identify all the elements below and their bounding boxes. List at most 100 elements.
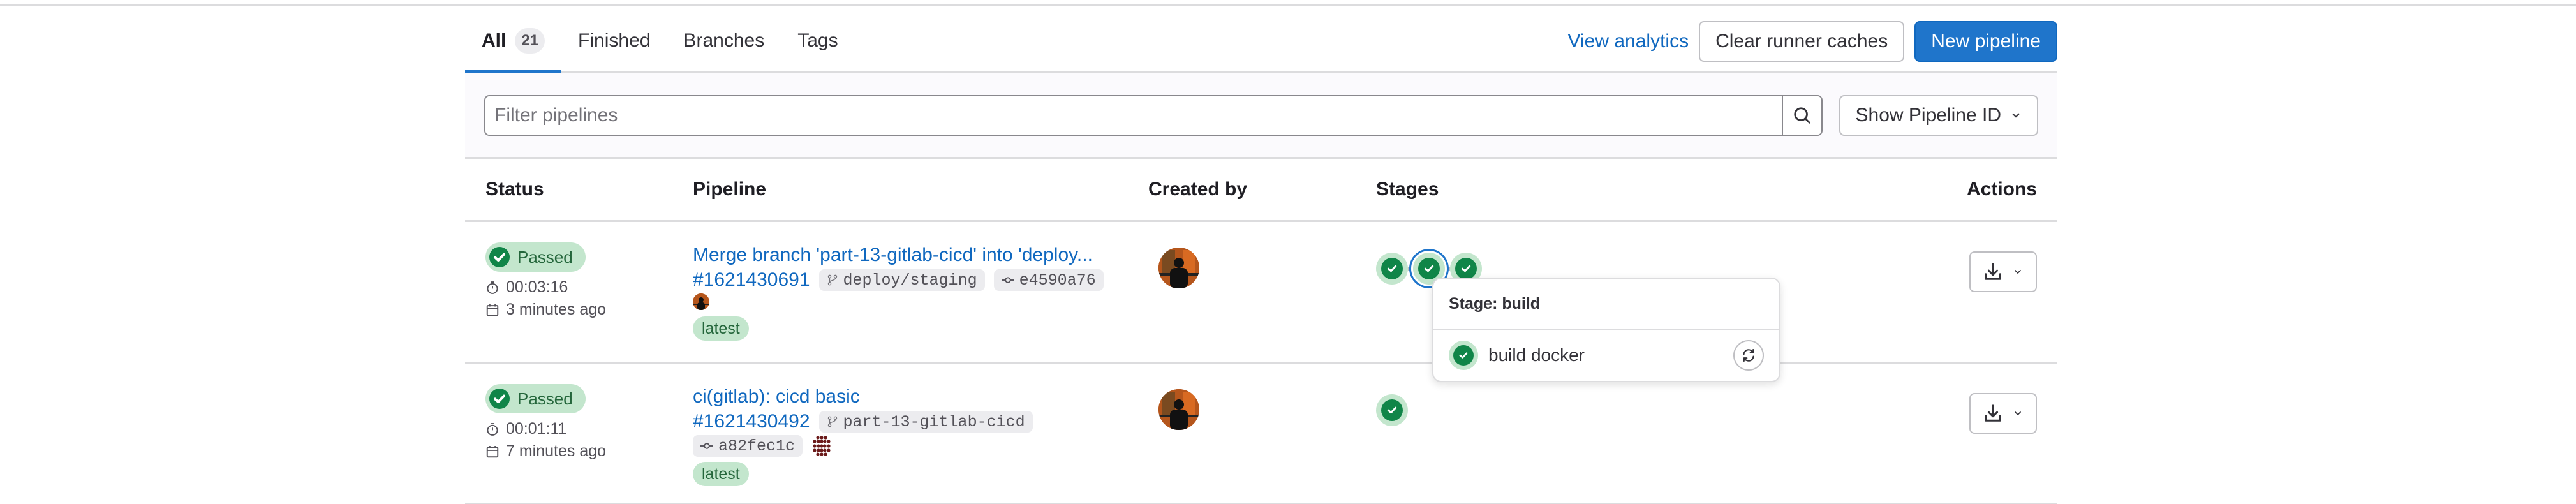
column-header-actions: Actions (1966, 179, 2037, 200)
commit-author-identicon[interactable] (811, 435, 832, 457)
chevron-down-icon (2015, 270, 2021, 274)
status-badge[interactable]: Passed (485, 384, 586, 413)
pipelines-page: All 21 Finished Branches Tags View analy… (465, 6, 2057, 504)
tab-finished-label: Finished (578, 29, 651, 51)
column-header-stages: Stages (1376, 179, 1439, 200)
check-icon (1424, 265, 1434, 272)
finished-at: 7 minutes ago (485, 442, 693, 461)
new-pipeline-button[interactable]: New pipeline (1914, 21, 2057, 62)
created-by-cell (1148, 384, 1376, 433)
tab-tags-label: Tags (797, 29, 838, 51)
status-success-icon (489, 389, 510, 409)
timer-icon (487, 281, 498, 294)
status-label: Passed (517, 389, 573, 408)
stage-button[interactable] (1376, 253, 1408, 285)
stage-connector (1408, 267, 1413, 271)
job-item[interactable]: build docker (1433, 330, 1779, 381)
chevron-down-icon (2012, 113, 2020, 117)
actions-cell (1917, 384, 2057, 434)
show-pipeline-id-label: Show Pipeline ID (1855, 104, 2001, 126)
top-divider (0, 4, 2576, 6)
tab-branches-label: Branches (683, 29, 765, 51)
table-row: Passed 00:03:16 3 minutes ago Merge bran… (465, 222, 2057, 364)
download-artifacts-dropdown[interactable] (1969, 251, 2037, 292)
duration: 00:01:11 (485, 420, 693, 438)
tab-all[interactable]: All 21 (465, 8, 562, 73)
identicon-icon (813, 436, 831, 456)
commit-author-avatar[interactable] (693, 293, 709, 310)
latest-badge: latest (693, 316, 749, 341)
chevron-down-icon (2015, 411, 2021, 415)
pipeline-cell: Merge branch 'part-13-gitlab-cicd' into … (693, 242, 1148, 341)
stage-connector (1445, 267, 1450, 271)
status-success-icon (489, 247, 510, 267)
search-button[interactable] (1781, 96, 1821, 135)
pipeline-cell: ci(gitlab): cicd basic #1621430492 part-… (693, 384, 1148, 486)
status-cell: Passed 00:03:16 3 minutes ago (465, 242, 693, 319)
retry-job-button[interactable] (1733, 340, 1764, 371)
popover-title: Stage: build (1433, 279, 1779, 330)
creator-avatar[interactable] (1158, 389, 1199, 430)
check-icon (1459, 352, 1468, 359)
creator-avatar[interactable] (1158, 248, 1199, 288)
commit-line: a82fec1c (693, 435, 1148, 457)
job-status-icon (1449, 341, 1478, 370)
stage-dropdown-popover: Stage: build build docker (1432, 278, 1780, 382)
tabs-row: All 21 Finished Branches Tags View analy… (465, 6, 2057, 73)
created-by-cell (1148, 242, 1376, 292)
branch-icon (827, 274, 837, 286)
tab-tags[interactable]: Tags (781, 8, 854, 73)
branch-name: part-13-gitlab-cicd (843, 412, 1025, 431)
status-badge[interactable]: Passed (485, 242, 586, 272)
status-label: Passed (517, 247, 573, 267)
view-analytics-link[interactable]: View analytics (1567, 31, 1689, 52)
tab-all-label: All (482, 29, 507, 51)
commit-sha[interactable]: a82fec1c (693, 435, 803, 457)
commit-sha[interactable]: e4590a76 (993, 269, 1104, 291)
finished-value: 3 minutes ago (506, 300, 607, 318)
job-name: build docker (1488, 345, 1585, 365)
timer-icon (487, 422, 498, 436)
duration-value: 00:03:16 (506, 278, 568, 296)
pipeline-mini-graph (1376, 394, 1917, 426)
column-header-pipeline: Pipeline (693, 179, 767, 200)
avatar-image-icon (1158, 389, 1199, 430)
duration: 00:03:16 (485, 278, 693, 297)
check-icon (1387, 265, 1397, 272)
clear-runner-caches-button[interactable]: Clear runner caches (1699, 21, 1905, 62)
calendar-icon (486, 445, 499, 457)
branch-name: deploy/staging (843, 271, 977, 290)
show-pipeline-id-dropdown[interactable]: Show Pipeline ID (1839, 94, 2038, 136)
commit-icon (1001, 277, 1014, 283)
calendar-icon (486, 304, 499, 316)
check-icon (1387, 406, 1397, 414)
finished-value: 7 minutes ago (506, 442, 607, 460)
header-actions: View analytics Clear runner caches New p… (1568, 21, 2057, 62)
latest-badge: latest (693, 462, 749, 486)
column-header-status: Status (485, 179, 544, 200)
commit-author (693, 293, 1148, 311)
status-cell: Passed 00:01:11 7 minutes ago (465, 384, 693, 461)
stage-button[interactable] (1376, 394, 1408, 426)
branch-icon (827, 416, 837, 427)
tab-finished[interactable]: Finished (561, 8, 667, 73)
commit-sha-value: e4590a76 (1019, 271, 1096, 290)
commit-icon (700, 443, 713, 449)
table-header: Status Pipeline Created by Stages Action… (465, 159, 2057, 222)
filter-pipelines-input[interactable] (485, 96, 1782, 135)
avatar-image-icon (1158, 248, 1199, 288)
commit-title-link[interactable]: Merge branch 'part-13-gitlab-cicd' into … (693, 244, 1093, 265)
download-artifacts-dropdown[interactable] (1969, 393, 2037, 434)
pipeline-id-link[interactable]: #1621430492 (693, 411, 810, 432)
tab-branches[interactable]: Branches (667, 8, 781, 73)
branch-ref[interactable]: part-13-gitlab-cicd (818, 411, 1033, 433)
pipeline-id-link[interactable]: #1621430691 (693, 269, 810, 290)
search-icon (1793, 107, 1810, 124)
commit-title-link[interactable]: ci(gitlab): cicd basic (693, 386, 860, 407)
branch-ref[interactable]: deploy/staging (818, 269, 985, 291)
stages-cell (1376, 384, 1917, 426)
commit-sha-value: a82fec1c (718, 436, 796, 456)
retry-icon (1743, 348, 1754, 362)
avatar-image-icon (693, 293, 709, 310)
table-row: Passed 00:01:11 7 minutes ago ci(gitlab)… (465, 364, 2057, 504)
